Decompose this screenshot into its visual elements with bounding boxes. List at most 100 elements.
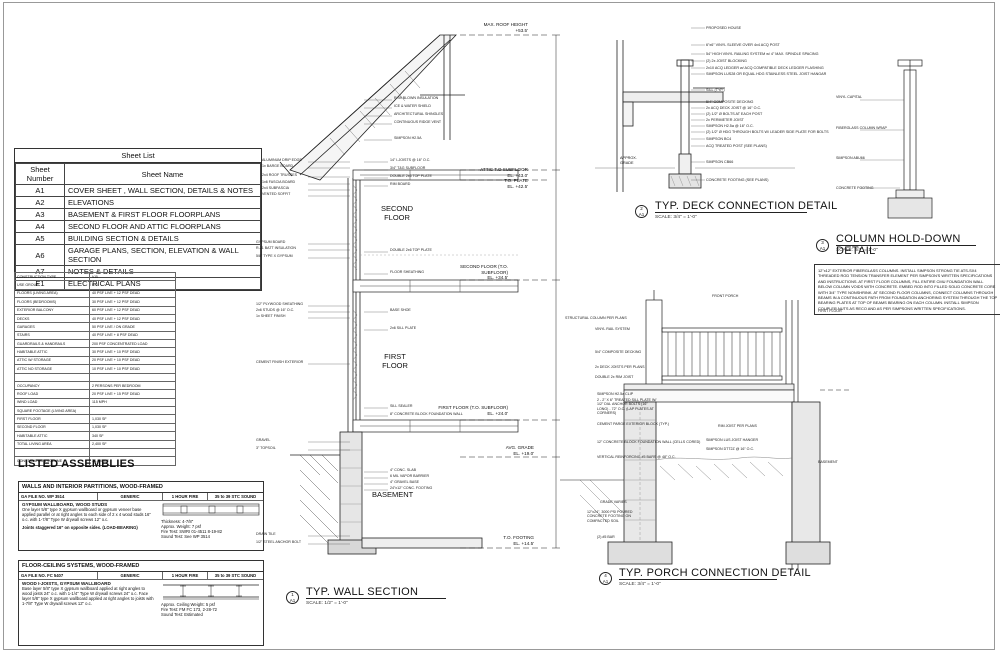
criteria-label-cell: FIRST FLOOR <box>14 414 90 424</box>
level-elevation: +53.5' <box>515 27 528 33</box>
porch-area-label: GRADE VARIES <box>600 500 627 504</box>
column-detail-note: SIMPSON ABU66 <box>836 156 865 160</box>
deck-detail-note: 54" HIGH VINYL RAILING SYSTEM w/ 4" MAX.… <box>706 52 819 56</box>
room-label-basement: BASEMENT <box>372 490 414 499</box>
level-marker: FIRST FLOOR (T.O. SUBFLOOR)EL. +24.0' <box>438 405 508 416</box>
listed-assemblies-title: LISTED ASSEMBLIES <box>18 458 135 470</box>
criteria-label-cell: CONSTRUCTION TYPE <box>14 271 90 282</box>
column-detail-title: COLUMN HOLD-DOWN DETAIL <box>836 233 961 257</box>
floor-assembly-generic: GENERIC <box>98 572 163 579</box>
criteria-value-cell: 40 PSF LIVE + 12 PSF DEAD <box>89 288 176 299</box>
criteria-label-cell: GUARDRAILS & HANDRAILS <box>14 338 90 349</box>
room-label-first-floor: FIRST FLOOR <box>382 352 408 370</box>
criteria-value-cell: R-3 <box>89 280 176 290</box>
assembly-spec-line: Fire Test: FM FC 173, 2-28-72 <box>161 607 218 612</box>
level-marker: MAX. ROOF HEIGHT+53.5' <box>458 22 528 33</box>
criteria-value-cell: 10 PSF LIVE + 10 PSF DEAD <box>89 364 176 374</box>
criteria-value-cell <box>89 372 176 382</box>
wall-assembly-sound: 35 to 39 STC SOUND <box>214 494 257 499</box>
criteria-value-cell: 340 SF <box>89 431 176 441</box>
deck-detail-note: SIMPSON CB66 <box>706 160 734 164</box>
wall-section-note: 1/2" STEEL ANCHOR BOLT <box>256 540 302 544</box>
wall-section-note: 1/2" PLYWOOD SHEATHING <box>256 302 304 306</box>
wall-assembly-generic: GENERIC <box>98 493 163 500</box>
sheet-list-title: Sheet List <box>15 149 261 163</box>
wall-assembly-ratings: GA FILE NO. WP 3514 GENERIC 1 HOUR FIRE … <box>19 493 263 501</box>
wall-section-note: VENTED SOFFIT <box>262 192 291 196</box>
assembly-spec-line: Thickness: 4-7/8" <box>161 519 194 524</box>
wall-section-note: 2x4 SUBFASCIA <box>262 186 289 190</box>
porch-callout-num: 4 <box>604 573 607 578</box>
deck-detail-note: 2x10 ACQ LEDGER w/ ACQ COMPATIBLE DECK L… <box>706 66 824 70</box>
wall-section-note: 4" CONC. SLAB <box>390 468 417 472</box>
sheet-number-header: Sheet Number <box>15 163 65 185</box>
wall-section-note: ARCHITECTURAL SHINGLES <box>394 112 444 116</box>
porch-detail-note: VINYL RAIL SYSTEM <box>595 327 630 331</box>
wall-section-note: 2x6 SILL PLATE <box>390 326 417 330</box>
criteria-label-cell: OCCUPANCY <box>14 380 90 391</box>
column-detail-scale: SCALE: 3/4" = 1'-0" <box>836 248 878 253</box>
deck-approx-grade: APPROX. GRADE <box>620 156 637 165</box>
level-name: AVG. GRADE <box>505 445 534 450</box>
wall-section-callout-num: 1 <box>291 592 294 597</box>
deck-detail-note: SIMPSON BC4 <box>706 137 732 141</box>
wall-section-note: CONTINUOUS RIDGE VENT <box>394 120 442 124</box>
porch-detail-note: SIMPSON LUS JOIST HANGER <box>706 438 759 442</box>
wall-assembly-note: Joints staggered 16" on opposite sides. … <box>22 525 138 530</box>
deck-detail-title: TYP. DECK CONNECTION DETAIL <box>655 200 838 212</box>
criteria-value-cell: 30 PSF LIVE + 12 PSF DEAD <box>89 297 176 307</box>
deck-detail-note: 2x PERIMETER JOIST <box>706 118 744 122</box>
floor-assembly-fire: 1 HOUR FIRE <box>163 572 208 579</box>
deck-detail-scale: SCALE: 3/4" = 1'-0" <box>655 215 697 220</box>
deck-detail-note: 2x ACQ DECK JOIST @ 16" O.C. <box>706 106 762 110</box>
wall-section-note: GRAVEL <box>256 438 271 442</box>
criteria-label-cell: STAIRS <box>14 330 90 341</box>
wall-section-note: SILL SEALER <box>390 404 413 408</box>
sheet-name-header: Sheet Name <box>64 163 261 185</box>
wall-section-note: DOUBLE 2x6 TOP PLATE <box>390 174 432 178</box>
wall-section-note: 14" I-JOISTS @ 16" O.C. <box>390 158 431 162</box>
column-callout-num: 3 <box>821 240 824 245</box>
porch-detail-note: CEMENT PARGE EXTERIOR BLOCK (TYP.) <box>597 422 669 426</box>
criteria-value-cell: 33,000 CF <box>89 456 176 466</box>
sheet-number-cell: A6 <box>15 244 65 266</box>
porch-callout-sheet: A1 <box>602 579 609 584</box>
criteria-label-cell: HABITABLE ATTIC <box>14 347 90 357</box>
wall-section-note: 5/8" TYPE X GYPSUM <box>256 254 293 258</box>
porch-detail-note: RIM JOIST PER PLANS <box>718 424 757 428</box>
porch-detail-note: (2) #5 BAR <box>597 535 615 539</box>
criteria-label-cell: SECOND FLOOR <box>14 422 90 433</box>
criteria-value-cell <box>89 405 176 416</box>
deck-callout-sheet: A1 <box>638 212 645 217</box>
wall-section-note: 4" GRAVEL BASE <box>390 480 420 484</box>
column-detail-note: CONCRETE FOOTING <box>836 186 874 190</box>
wall-section-note: 6 MIL VAPOR BARRIER <box>390 474 430 478</box>
sheet-name-cell: BASEMENT & FIRST FLOOR FLOORPLANS <box>64 208 261 221</box>
level-elevation: EL. +19.0' <box>513 450 534 456</box>
level-elevation: EL. +24.0' <box>487 410 508 416</box>
deck-detail-note: 5/4" COMPOSITE DECKING <box>706 100 754 104</box>
wall-section-note: GYPSUM BOARD <box>256 240 286 244</box>
wall-section-note: 24"x12" CONC. FOOTING <box>390 486 433 490</box>
porch-detail-note: 5/4" COMPOSITE DECKING <box>595 350 642 354</box>
porch-area-label: FIRST FLOOR <box>818 309 842 313</box>
level-name: FIRST FLOOR (T.O. SUBFLOOR) <box>438 405 508 410</box>
design-criteria-row: FLOORS (LIVING AREA)40 PSF LIVE + 12 PSF… <box>14 288 176 299</box>
assembly-spec-line: Sound Test: Estimated <box>161 612 203 617</box>
wall-section-note: BASE SHOE <box>390 308 411 312</box>
wall-section-note: 3" TOPSOIL <box>256 446 276 450</box>
wall-section-drawing <box>279 34 560 555</box>
